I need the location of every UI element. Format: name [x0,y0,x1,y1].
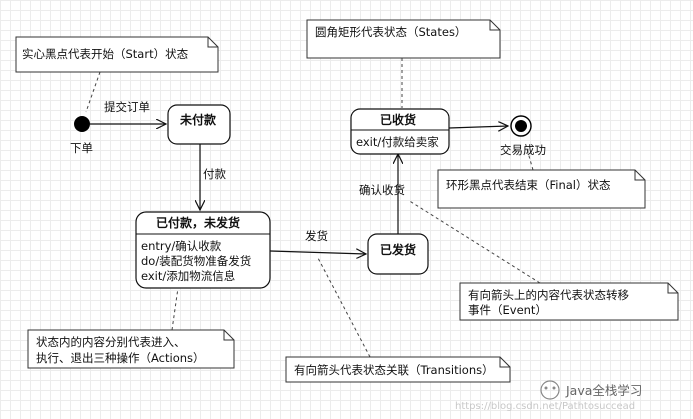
watermark-url: https://blog.csdn.net/Pathtosuccead [455,401,635,412]
state-unpaid[interactable]: 未付款 [167,104,231,145]
note-transitions: 有向箭头代表状态关联（Transitions） [285,356,511,383]
watermark-logo-icon [540,380,560,400]
note-event-line2: 事件（Event） [468,303,547,317]
label-ship: 发货 [305,229,328,243]
label-place-order: 提交订单 [104,100,150,114]
start-label: 下单 [70,141,93,155]
final-node[interactable] [510,115,532,137]
connector-final [524,141,534,171]
note-transitions-text: 有向箭头代表状态关联（Transitions） [294,363,494,377]
state-unpaid-title: 未付款 [179,112,217,127]
note-start-text: 实心黑点代表开始（Start）状态 [22,47,189,61]
state-paid-exit: exit/添加物流信息 [141,269,235,283]
note-states-text: 圆角矩形代表状态（States） [315,25,466,39]
note-actions-line1: 状态内的内容分别代表进入、 [36,335,186,349]
transition-arrows [90,124,508,254]
connector-transitions [317,257,371,358]
transition-ship[interactable] [269,251,366,254]
state-shipped[interactable]: 已发货 [367,233,429,275]
final-label: 交易成功 [500,143,546,157]
label-pay: 付款 [203,167,226,181]
note-connectors [85,58,541,358]
state-received[interactable]: 已收货 exit/付款给卖家 [350,108,450,155]
note-actions-line2: 执行、退出三种操作（Actions） [36,351,205,365]
label-confirm: 确认收货 [359,183,405,197]
watermark-brand: Java全栈学习 [565,383,642,398]
state-paid-title: 已付款，未发货 [156,215,240,230]
note-event: 有向箭头上的内容代表状态转移 事件（Event） [459,282,679,321]
connector-event [407,199,541,284]
transition-finish[interactable] [448,126,508,128]
state-paid[interactable]: 已付款，未发货 entry/确认收款 do/装配货物准备发货 exit/添加物流… [135,211,271,289]
note-final-text: 环形黑点代表结束（Final）状态 [446,178,611,192]
state-paid-do: do/装配货物准备发货 [141,254,251,268]
state-paid-entry: entry/确认收款 [141,239,222,253]
state-received-title: 已收货 [380,112,416,127]
note-actions: 状态内的内容分别代表进入、 执行、退出三种操作（Actions） [27,329,235,369]
connector-actions [171,287,179,331]
note-final: 环形黑点代表结束（Final）状态 [437,169,646,209]
connector-start [85,71,101,113]
state-received-exit: exit/付款给卖家 [356,135,439,149]
state-shipped-title: 已发货 [380,242,416,257]
note-event-line1: 有向箭头上的内容代表状态转移 [468,288,629,302]
note-start: 实心黑点代表开始（Start）状态 [15,36,219,73]
note-states: 圆角矩形代表状态（States） [306,19,501,59]
start-node[interactable] [74,116,90,132]
